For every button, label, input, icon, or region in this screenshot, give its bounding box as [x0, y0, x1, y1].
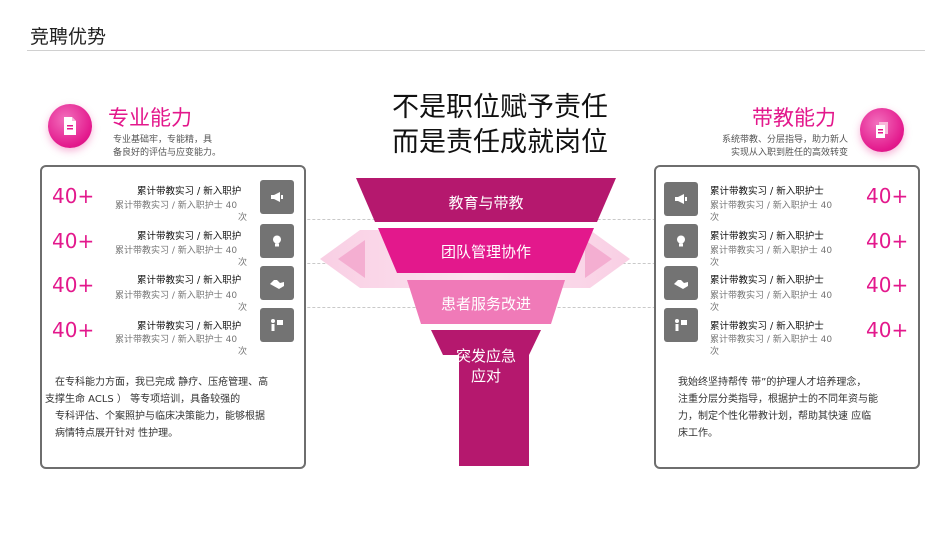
presenter-icon	[260, 308, 294, 342]
right-panel	[654, 165, 920, 469]
right-stat-tail: 次	[710, 213, 720, 223]
right-stat-value: 40+	[866, 184, 909, 208]
left-desc-line-1: 专业基础牢，专能精，具	[113, 135, 213, 145]
right-stat-line-1: 累计带教实习 / 新入职护士	[710, 231, 824, 242]
lightbulb-icon	[664, 224, 698, 258]
left-stat-line-2: 累计带教实习 / 新入职护士 40	[115, 201, 238, 211]
funnel-diagram	[320, 178, 630, 466]
left-stat-line-1: 累计带教实习 / 新入职护	[137, 186, 242, 197]
left-stat-value: 40+	[52, 318, 95, 342]
left-paragraph-line: 在专科能力方面，我已完成 静疗、压疮管理、高	[55, 377, 269, 388]
funnel-label-4: 突发应急 应对	[436, 346, 536, 386]
left-stat-line-2: 累计带教实习 / 新入职护士 40	[115, 335, 238, 345]
right-stat-tail: 次	[710, 303, 720, 313]
right-paragraph-line: 我始终坚持帮传 带”的护理人才培养理念，	[678, 377, 867, 388]
left-stat-value: 40+	[52, 273, 95, 297]
right-stat-tail: 次	[710, 258, 720, 268]
handshake-icon	[260, 266, 294, 300]
right-stat-line-1: 累计带教实习 / 新入职护士	[710, 275, 824, 286]
right-paragraph: 我始终坚持帮传 带”的护理人才培养理念， 注重分层分类指导，根据护士的不同年资与…	[678, 374, 908, 442]
left-stat-line-1: 累计带教实习 / 新入职护	[137, 321, 242, 332]
funnel-level-3	[407, 280, 565, 324]
funnel-level-1	[356, 178, 616, 222]
right-paragraph-line: 床工作。	[678, 428, 718, 439]
right-section-desc: 系统带教、分层指导，助力新人 实现从入职到胜任的高效转变	[700, 134, 848, 160]
left-section-desc: 专业基础牢，专能精，具 备良好的评估与应变能力。	[113, 134, 221, 160]
right-stat-line-2: 累计带教实习 / 新入职护士 40	[710, 291, 833, 301]
page-title: 竞聘优势	[30, 26, 107, 48]
left-section-title: 专业能力	[108, 106, 192, 130]
headline-line-1: 不是职位赋予责任	[392, 92, 608, 123]
right-section-title: 带教能力	[752, 106, 836, 130]
left-stat-line-1: 累计带教实习 / 新入职护	[137, 275, 242, 286]
megaphone-icon	[260, 180, 294, 214]
left-stat-tail: 次	[238, 258, 248, 268]
left-stat-value: 40+	[52, 229, 95, 253]
right-stat-value: 40+	[866, 318, 909, 342]
document-icon	[48, 104, 92, 148]
headline-line-2: 而是责任成就岗位	[392, 127, 608, 158]
files-icon	[860, 108, 904, 152]
right-paragraph-line: 力，制定个性化带教计划，帮助其快速 应临	[678, 411, 872, 422]
left-stat-line-2: 累计带教实习 / 新入职护士 40	[115, 246, 238, 256]
lightbulb-icon	[260, 224, 294, 258]
right-desc-line-2: 实现从入职到胜任的高效转变	[730, 148, 848, 158]
right-stat-line-2: 累计带教实习 / 新入职护士 40	[710, 246, 833, 256]
headline: 不是职位赋予责任 而是责任成就岗位	[330, 90, 670, 160]
right-stat-line-2: 累计带教实习 / 新入职护士 40	[710, 201, 833, 211]
funnel-label-4-line-1: 突发应急	[455, 347, 516, 365]
right-stat-value: 40+	[866, 229, 909, 253]
funnel-level-4	[431, 330, 541, 466]
presenter-icon	[664, 308, 698, 342]
funnel-label-2: 团队管理协作	[440, 243, 531, 261]
funnel-label-1: 教育与带教	[448, 194, 524, 212]
left-paragraph-line: 支撑生命 ACLS ） 等专项培训，具备较强的	[45, 394, 241, 405]
right-desc-line-1: 系统带教、分层指导，助力新人	[721, 135, 848, 145]
right-stat-line-1: 累计带教实习 / 新入职护士	[710, 186, 824, 197]
left-stat-line-1: 累计带教实习 / 新入职护	[137, 231, 242, 242]
left-stat-line-2: 累计带教实习 / 新入职护士 40	[115, 291, 238, 301]
right-stat-line-1: 累计带教实习 / 新入职护士	[710, 321, 824, 332]
left-stat-tail: 次	[238, 213, 248, 223]
funnel-level-2	[378, 228, 594, 273]
right-stat-line-2: 累计带教实习 / 新入职护士 40	[710, 335, 833, 345]
left-paragraph-line: 病情特点展开针对 性护理。	[55, 428, 179, 439]
megaphone-icon	[664, 182, 698, 216]
left-stat-tail: 次	[238, 303, 248, 313]
title-divider	[27, 50, 925, 51]
left-stat-tail: 次	[238, 347, 248, 357]
right-stat-tail: 次	[710, 347, 720, 357]
right-stat-value: 40+	[866, 273, 909, 297]
left-paragraph-line: 专科评估、个案照护与临床决策能力，能够根据	[55, 411, 265, 422]
left-stat-value: 40+	[52, 184, 95, 208]
handshake-icon	[664, 266, 698, 300]
left-paragraph: 在专科能力方面，我已完成 静疗、压疮管理、高 支撑生命 ACLS ） 等专项培训…	[45, 374, 297, 442]
left-desc-line-2: 备良好的评估与应变能力。	[113, 148, 222, 158]
right-paragraph-line: 注重分层分类指导，根据护士的不同年资与能	[678, 394, 878, 405]
funnel-label-4-line-2: 应对	[470, 367, 501, 385]
funnel-label-3: 患者服务改进	[440, 295, 531, 313]
